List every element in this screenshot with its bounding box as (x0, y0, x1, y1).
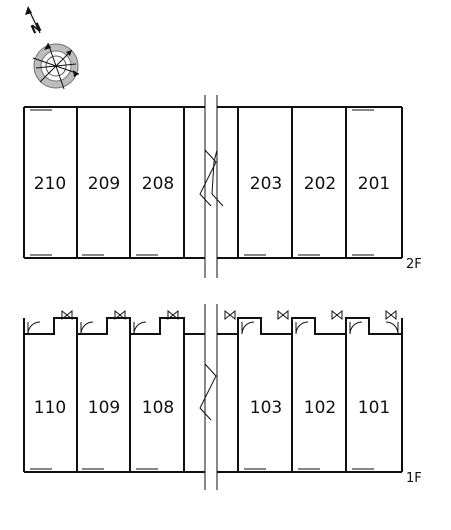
floor-label: 1F (406, 471, 422, 486)
unit-label: 110 (34, 398, 66, 418)
unit-label: 108 (142, 398, 174, 418)
floor-1f: 110 109 108 103 102 101 1F (23, 304, 422, 490)
unit-label: 102 (304, 398, 336, 418)
unit-label: 109 (88, 398, 120, 418)
unit-label: 101 (358, 398, 390, 418)
unit-label: 208 (142, 174, 174, 194)
unit-label: 210 (34, 174, 66, 194)
unit-label: 103 (250, 398, 282, 418)
floor-2f: 210 209 208 203 202 201 2F (23, 95, 422, 278)
floor-label: 2F (406, 257, 422, 272)
unit-label: 202 (304, 174, 336, 194)
unit-label: 201 (358, 174, 390, 194)
north-letter: N (29, 20, 44, 37)
unit-label: 203 (250, 174, 282, 194)
unit-label: 209 (88, 174, 120, 194)
compass-icon: N (25, 6, 80, 90)
